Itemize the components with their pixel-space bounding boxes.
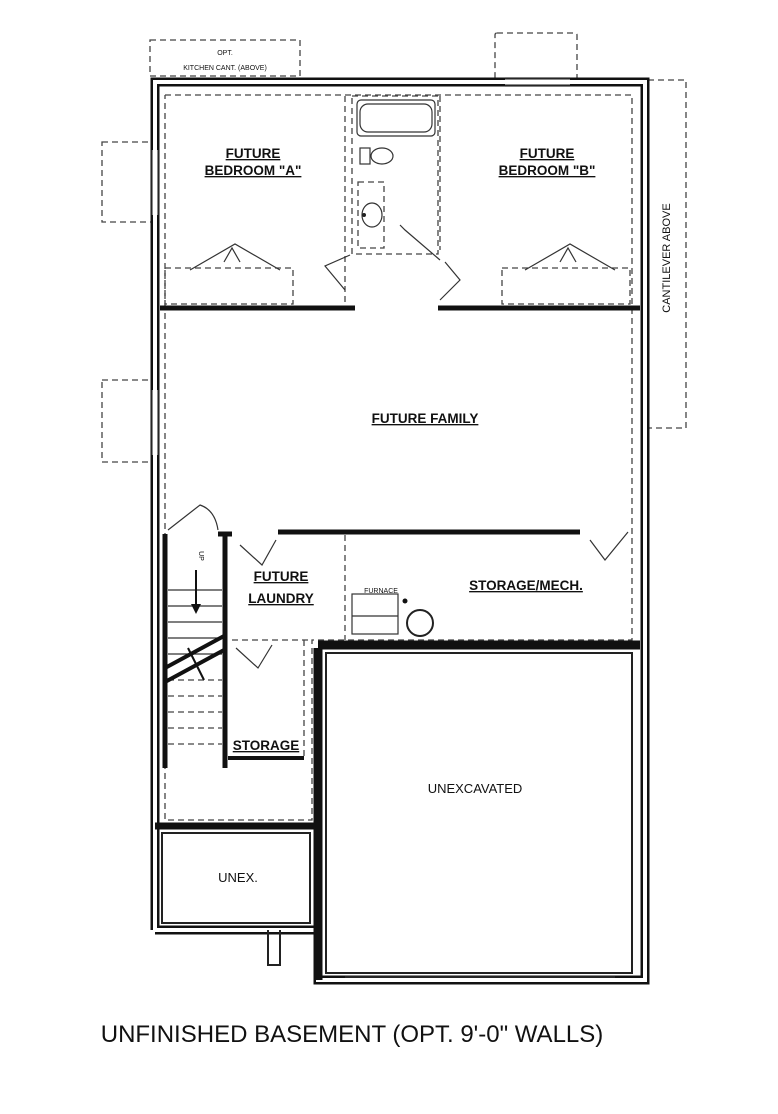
opt-kitchen-label-1: OPT. — [217, 50, 233, 57]
opt-kitchen-label-2: KITCHEN CANT. (ABOVE) — [183, 65, 267, 72]
window-projections — [101, 32, 578, 463]
unexcavated-label: UNEXCAVATED — [428, 781, 523, 796]
furnace-label: FURNACE — [364, 588, 398, 595]
bedroom-a: FUTURE BEDROOM "A" — [160, 96, 355, 311]
opt-kitchen-cantilever: OPT. KITCHEN CANT. (ABOVE) — [149, 39, 301, 77]
storage-area: STORAGE — [233, 738, 300, 753]
interior-walls — [162, 504, 629, 768]
finish-outline — [164, 94, 633, 821]
storage-mech-label: STORAGE/MECH. — [469, 578, 583, 593]
family-room: FUTURE FAMILY — [372, 411, 479, 426]
bedroom-b-label-2: BEDROOM "B" — [499, 163, 596, 178]
cantilever-above: CANTILEVER ABOVE — [648, 79, 687, 429]
laundry-area: FUTURE LAUNDRY — [248, 569, 314, 606]
bedroom-b: FUTURE BEDROOM "B" — [438, 96, 640, 311]
bedroom-a-label-2: BEDROOM "A" — [205, 163, 302, 178]
stair-up-label: UP — [197, 551, 204, 561]
cantilever-label: CANTILEVER ABOVE — [661, 203, 673, 312]
unex-area: UNEX. — [155, 822, 318, 924]
bedroom-a-label-1: FUTURE — [226, 146, 281, 161]
laundry-label-2: LAUNDRY — [248, 591, 314, 606]
bathroom — [324, 95, 461, 301]
unexcavated-area: UNEXCAVATED — [313, 640, 640, 980]
family-label: FUTURE FAMILY — [372, 411, 479, 426]
unex-label: UNEX. — [218, 870, 258, 885]
exterior-walls — [150, 77, 650, 985]
storage-mech-area: STORAGE/MECH. FURNACE — [351, 578, 583, 637]
plan-caption: UNFINISHED BASEMENT (OPT. 9'-0" WALLS) — [101, 1021, 604, 1048]
storage-label: STORAGE — [233, 738, 300, 753]
laundry-label-1: FUTURE — [254, 569, 309, 584]
bedroom-b-label-1: FUTURE — [520, 146, 575, 161]
stairs: UP — [164, 551, 225, 745]
